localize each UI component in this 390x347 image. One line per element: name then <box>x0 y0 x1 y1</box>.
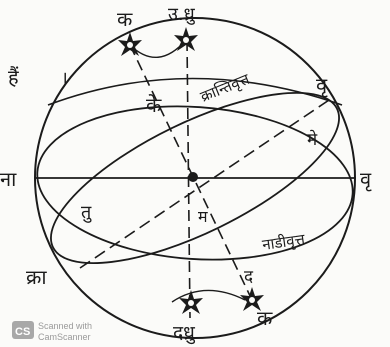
label-ka-top: क <box>117 7 133 31</box>
polar-cap-arc-top <box>48 79 342 106</box>
watermark-badge-text: CS <box>15 326 30 338</box>
center-point <box>188 172 198 182</box>
scanner-watermark: CS Scanned with CamScanner <box>12 321 92 342</box>
label-da: द <box>244 267 254 287</box>
label-vri-top: वृ <box>316 73 328 98</box>
label-ka-bottom: क <box>257 306 273 330</box>
label-me: मे <box>307 129 318 150</box>
watermark-line2: CamScanner <box>38 332 91 342</box>
label-south-pole: दध्रु <box>173 322 196 345</box>
label-tick: । <box>61 68 68 89</box>
watermark-line1: Scanned with <box>38 321 92 331</box>
label-ma: म <box>198 207 208 226</box>
label-vri-right: वृ <box>360 167 372 192</box>
label-hain: हैं <box>8 65 19 89</box>
label-na-left: ना <box>0 167 17 191</box>
label-north-pole: उ.ध्रु <box>168 4 196 25</box>
equator-ellipse <box>32 96 358 270</box>
star-south-pole <box>179 290 203 314</box>
label-tu: तु <box>81 202 92 223</box>
label-kra: क्रा <box>26 265 47 289</box>
label-ka-mid: के <box>146 93 162 117</box>
